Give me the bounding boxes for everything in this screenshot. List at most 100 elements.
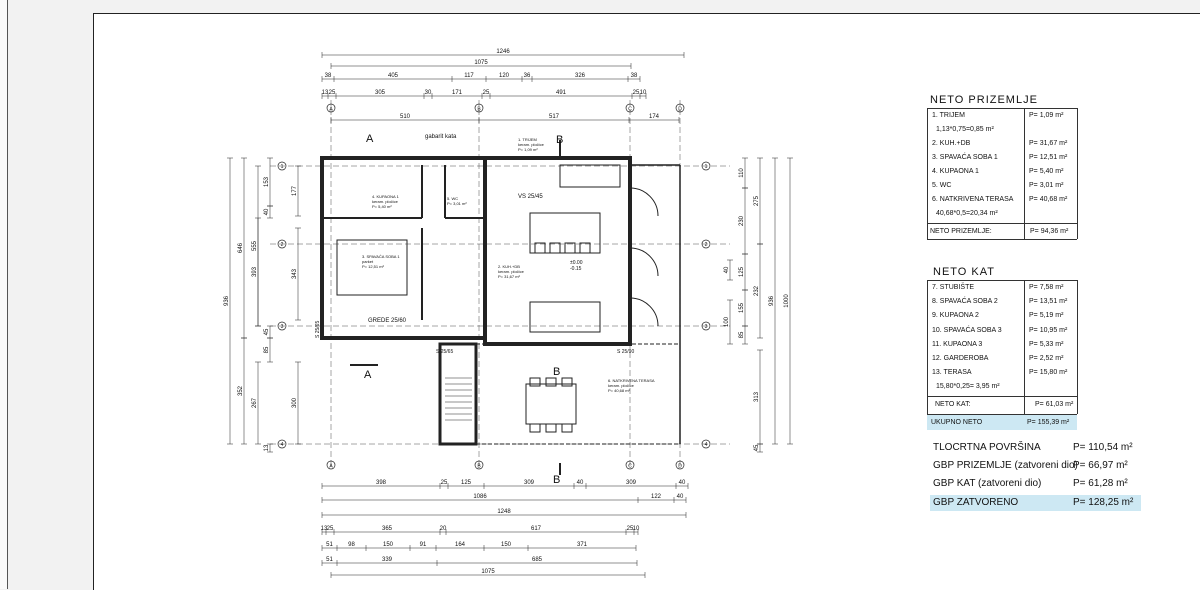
dimension-text: 1248 xyxy=(497,509,511,515)
summary-row-highlight: GBP ZATVORENO P= 128,25 m² xyxy=(930,495,1141,511)
chair xyxy=(561,377,573,387)
dimension-text: 936 xyxy=(224,295,230,306)
door-swing xyxy=(629,247,659,277)
dimension-text: 275 xyxy=(754,195,760,206)
grid-bubble xyxy=(675,460,685,470)
beam-label: S 25/65 xyxy=(315,321,321,338)
dimension-text: 309 xyxy=(626,480,637,486)
dining-table xyxy=(525,383,577,425)
grid-bubble xyxy=(474,103,484,113)
row-value: P= 3,01 m² xyxy=(1029,182,1064,189)
grid-bubble xyxy=(701,161,711,171)
row-name: 11. KUPAONA 3 xyxy=(932,340,983,348)
dimension-text: 100 xyxy=(724,316,730,327)
grid-number: 2 xyxy=(281,242,284,248)
grid-bubble xyxy=(326,460,336,470)
dimension-text: 91 xyxy=(420,542,427,548)
dimension-text: 25 xyxy=(329,90,336,96)
dimension-text: 936 xyxy=(769,295,775,306)
chair xyxy=(529,423,541,433)
door-swing xyxy=(629,187,659,217)
table-row: 5. WC P= 3,01 m² xyxy=(932,182,1063,189)
chair xyxy=(561,423,573,433)
dimension-text: 177 xyxy=(292,185,298,196)
dimension-text: 155 xyxy=(739,302,745,313)
grid-bubble xyxy=(474,460,484,470)
dimension-text: 343 xyxy=(292,268,298,279)
row-name: 1,13*0,75=0,85 m² xyxy=(936,126,994,133)
wall-east-block xyxy=(483,156,632,346)
total-value: P= 94,36 m² xyxy=(1030,228,1069,235)
dimension-text: 120 xyxy=(499,73,510,79)
dimension-text: 352 xyxy=(238,385,244,396)
grid-letter: C xyxy=(628,464,632,470)
dimension-text: 267 xyxy=(252,397,258,408)
grid-letter: A xyxy=(329,464,333,470)
dimension-text: 45 xyxy=(264,328,270,335)
stool xyxy=(579,242,591,254)
room-label: keram. pločice xyxy=(498,269,525,274)
grid-letter: B xyxy=(477,107,481,113)
dimension-text: 25 xyxy=(441,480,448,486)
room-label: keram. pločice xyxy=(608,383,635,388)
row-value: P= 5,19 m² xyxy=(1029,312,1064,320)
neto-prizemlje-title: NETO PRIZEMLJE xyxy=(930,94,1038,106)
grid-number: 4 xyxy=(705,442,708,448)
row-name: 4. KUPAONA 1 xyxy=(932,168,979,175)
dimension-text: 110 xyxy=(739,168,745,178)
dimension-text: 617 xyxy=(531,526,542,532)
dimension-text: 371 xyxy=(577,542,588,548)
stool xyxy=(534,242,546,254)
grand-value: P= 155,39 m² xyxy=(1027,419,1070,426)
row-name: 9. KUPAONA 2 xyxy=(932,312,979,320)
dimension-text: 98 xyxy=(348,542,355,548)
grid-bubble xyxy=(326,103,336,113)
dimension-text: 40 xyxy=(677,494,684,500)
summary-row: GBP KAT (zatvoreni dio) P= 61,28 m² xyxy=(933,478,1128,489)
dimension-text: 300 xyxy=(292,397,298,408)
total-value: P= 61,03 m² xyxy=(1035,401,1074,408)
room-label: P= 40,68 m² xyxy=(608,388,631,393)
gabarit-label: gabarit kata xyxy=(425,134,457,140)
room-label: P= 1,09 m² xyxy=(518,147,538,152)
room-label: keram. pločice xyxy=(372,199,399,204)
row-value: P= 15,80 m² xyxy=(1029,369,1068,377)
chair xyxy=(545,423,557,433)
grid-number: 1 xyxy=(281,164,284,170)
dimension-text: 117 xyxy=(464,73,474,79)
chair xyxy=(545,377,557,387)
dimension-text: 150 xyxy=(383,542,394,548)
grid-letter: D xyxy=(678,107,682,113)
dimension-text: 45 xyxy=(754,444,760,451)
row-name: 12. GARDEROBA xyxy=(932,355,989,362)
room-label: 2. KUH.+DB xyxy=(498,264,520,269)
dimension-text: 10 xyxy=(640,90,647,96)
grid-bubble xyxy=(701,321,711,331)
dimension-text: 1000 xyxy=(784,294,790,308)
room-label: P= 5,40 m² xyxy=(372,204,392,209)
stool xyxy=(549,242,561,254)
row-name: 8. SPAVAĆA SOBA 2 xyxy=(932,298,998,306)
window-left-frame xyxy=(0,0,8,589)
dimension-text: 25 xyxy=(327,526,334,532)
level-mark: -0.15 xyxy=(570,266,582,272)
row-name: 5. WC xyxy=(932,182,952,189)
grid-bubble xyxy=(701,439,711,449)
summary-row: TLOCRTNA POVRŠINA P= 110,54 m² xyxy=(933,442,1133,453)
dimension-text: 13 xyxy=(322,90,329,96)
section-a-label: A xyxy=(364,369,372,381)
dimension-text: 517 xyxy=(549,114,560,120)
room-label: 4. KUPAONA 1 xyxy=(372,194,400,199)
row-name: 3. SPAVAĆA SOBA 1 xyxy=(932,154,998,161)
room-label: parket xyxy=(362,259,374,264)
dimension-text: 10 xyxy=(633,526,640,532)
total-label: NETO KAT: xyxy=(935,401,971,408)
